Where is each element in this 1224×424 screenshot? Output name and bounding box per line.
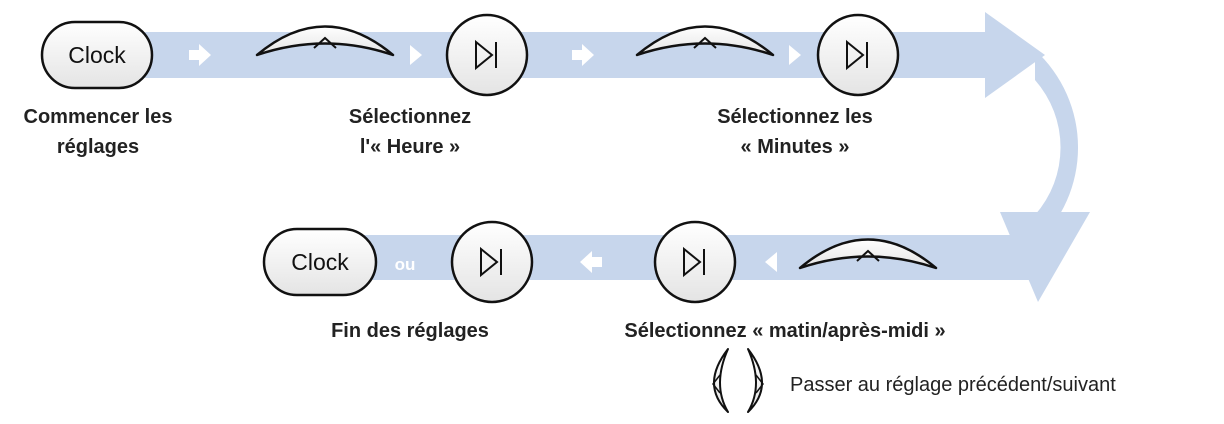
- play-pause-icon: [475, 39, 497, 71]
- next-button[interactable]: [747, 348, 764, 413]
- play-pause-icon: [683, 246, 705, 278]
- arrow-right-icon: [572, 44, 594, 66]
- step-hour-line-2: l'« Heure »: [359, 136, 461, 158]
- up-chevron-icon: [856, 249, 880, 262]
- arrow-left-icon: [580, 251, 602, 273]
- step-end-label: Fin des réglages: [331, 320, 489, 342]
- play-pause-button[interactable]: [653, 220, 737, 304]
- flow-uturn: [1035, 50, 1079, 245]
- up-button[interactable]: [635, 25, 775, 57]
- step-start-line-2: réglages: [56, 136, 140, 158]
- play-pause-button[interactable]: [450, 220, 534, 304]
- clock-button-label: Clock: [291, 249, 349, 275]
- step-ampm-label: Sélectionnez « matin/après-midi »: [624, 320, 946, 342]
- play-pause-icon: [846, 39, 868, 71]
- triangle-right-icon: [789, 45, 801, 65]
- step-start-line-1: Commencer les: [23, 106, 173, 128]
- up-chevron-icon: [313, 36, 337, 49]
- right-chevron-icon: [755, 374, 764, 394]
- play-pause-button[interactable]: [816, 13, 900, 97]
- arrow-right-icon: [189, 44, 211, 66]
- clock-button-end[interactable]: Clock: [262, 227, 378, 297]
- step-start-label: Commencer les réglages: [0, 102, 196, 162]
- clock-button-start[interactable]: Clock: [40, 20, 154, 90]
- step-minutes-line-2: « Minutes »: [740, 136, 850, 158]
- up-button[interactable]: [798, 238, 938, 270]
- left-chevron-icon: [712, 374, 721, 394]
- legend-text: Passer au réglage précédent/suivant: [790, 374, 1116, 396]
- play-pause-icon: [480, 246, 502, 278]
- play-pause-button[interactable]: [445, 13, 529, 97]
- or-connector: ou: [395, 255, 416, 274]
- flow-band-arrowhead: [1000, 212, 1090, 302]
- prev-button[interactable]: [712, 348, 729, 413]
- up-chevron-icon: [693, 36, 717, 49]
- step-hour-label: Sélectionnez l'« Heure »: [300, 102, 520, 162]
- triangle-right-icon: [410, 45, 422, 65]
- step-minutes-label: Sélectionnez les « Minutes »: [680, 102, 910, 162]
- step-hour-line-1: Sélectionnez: [348, 106, 472, 128]
- up-button[interactable]: [255, 25, 395, 57]
- step-minutes-line-1: Sélectionnez les: [717, 106, 873, 128]
- triangle-left-icon: [765, 252, 777, 272]
- clock-button-label: Clock: [68, 42, 126, 68]
